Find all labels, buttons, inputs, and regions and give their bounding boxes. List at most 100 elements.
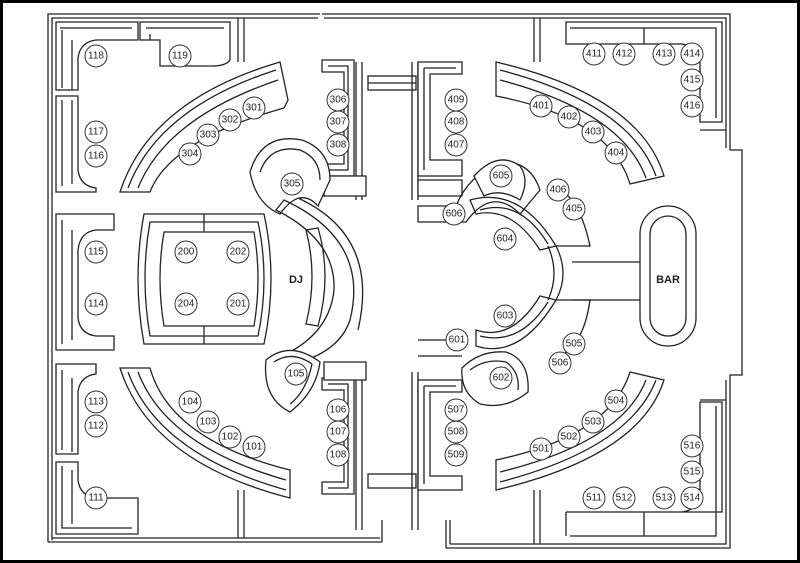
seat-507[interactable]: 507 (444, 398, 468, 422)
dj-label: DJ (289, 274, 303, 286)
seat-302[interactable]: 302 (218, 108, 242, 132)
seat-603[interactable]: 603 (493, 304, 517, 328)
svg-text:303: 303 (200, 130, 217, 141)
seat-514[interactable]: 514 (680, 486, 704, 510)
bar-counter (639, 205, 697, 347)
svg-text:118: 118 (88, 51, 104, 62)
seat-508[interactable]: 508 (444, 420, 468, 444)
seat-114[interactable]: 114 (84, 292, 108, 316)
seat-601[interactable]: 601 (445, 328, 469, 352)
svg-text:604: 604 (497, 234, 514, 245)
svg-text:116: 116 (88, 151, 104, 162)
svg-text:406: 406 (550, 185, 567, 196)
seat-406[interactable]: 406 (546, 178, 570, 202)
svg-text:111: 111 (88, 493, 104, 504)
seat-503[interactable]: 503 (581, 410, 605, 434)
seat-119[interactable]: 119 (168, 44, 192, 68)
center-booth (137, 213, 272, 345)
seat-409[interactable]: 409 (444, 88, 468, 112)
svg-text:605: 605 (493, 171, 510, 182)
svg-text:506: 506 (552, 358, 569, 369)
seat-403[interactable]: 403 (581, 120, 605, 144)
svg-text:516: 516 (684, 441, 701, 452)
seat-113[interactable]: 113 (84, 390, 108, 414)
svg-text:513: 513 (656, 493, 673, 504)
seat-305[interactable]: 305 (280, 172, 304, 196)
seat-513[interactable]: 513 (652, 486, 676, 510)
svg-text:404: 404 (608, 148, 625, 159)
seat-412[interactable]: 412 (612, 42, 636, 66)
seat-408[interactable]: 408 (444, 110, 468, 134)
svg-text:414: 414 (684, 49, 701, 60)
svg-text:204: 204 (178, 299, 195, 310)
seat-506[interactable]: 506 (548, 351, 572, 375)
seat-304[interactable]: 304 (178, 142, 202, 166)
seat-204[interactable]: 204 (174, 292, 198, 316)
seat-404[interactable]: 404 (604, 141, 628, 165)
svg-text:515: 515 (684, 467, 701, 478)
seat-112[interactable]: 112 (84, 414, 108, 438)
seat-516[interactable]: 516 (680, 434, 704, 458)
seat-501[interactable]: 501 (529, 437, 553, 461)
svg-text:401: 401 (533, 101, 550, 112)
seat-602[interactable]: 602 (489, 366, 513, 390)
seat-107[interactable]: 107 (326, 420, 350, 444)
seat-303[interactable]: 303 (196, 123, 220, 147)
seat-605[interactable]: 605 (489, 164, 513, 188)
svg-text:408: 408 (448, 117, 465, 128)
seat-103[interactable]: 103 (196, 410, 220, 434)
seat-505[interactable]: 505 (562, 332, 586, 356)
svg-text:409: 409 (448, 95, 465, 106)
seat-108[interactable]: 108 (326, 443, 350, 467)
seat-606[interactable]: 606 (442, 202, 466, 226)
seat-106[interactable]: 106 (326, 398, 350, 422)
seat-515[interactable]: 515 (680, 460, 704, 484)
svg-text:603: 603 (497, 311, 514, 322)
seat-401[interactable]: 401 (529, 94, 553, 118)
seat-301[interactable]: 301 (242, 96, 266, 120)
seat-502[interactable]: 502 (557, 425, 581, 449)
curved-booths-right (495, 61, 665, 491)
seat-405[interactable]: 405 (562, 197, 586, 221)
svg-text:201: 201 (230, 299, 247, 310)
svg-text:413: 413 (656, 49, 673, 60)
seat-200[interactable]: 200 (174, 240, 198, 264)
seat-415[interactable]: 415 (680, 68, 704, 92)
seat-604[interactable]: 604 (493, 227, 517, 251)
seat-512[interactable]: 512 (612, 486, 636, 510)
seat-markers: 118 119 117 116 115 114 113 112 111 301 … (84, 42, 704, 510)
svg-text:601: 601 (449, 335, 466, 346)
right-booths (565, 21, 723, 537)
seat-202[interactable]: 202 (226, 240, 250, 264)
svg-text:306: 306 (330, 95, 347, 106)
svg-text:105: 105 (288, 369, 305, 380)
seat-306[interactable]: 306 (326, 88, 350, 112)
seat-201[interactable]: 201 (226, 292, 250, 316)
seat-504[interactable]: 504 (604, 389, 628, 413)
seat-101[interactable]: 101 (242, 435, 266, 459)
walls (47, 13, 743, 549)
seat-105[interactable]: 105 (284, 362, 308, 386)
seat-115[interactable]: 115 (84, 240, 108, 264)
seat-116[interactable]: 116 (84, 144, 108, 168)
seat-411[interactable]: 411 (582, 42, 606, 66)
seat-102[interactable]: 102 (218, 425, 242, 449)
svg-text:301: 301 (246, 103, 263, 114)
seat-307[interactable]: 307 (326, 110, 350, 134)
seat-402[interactable]: 402 (557, 105, 581, 129)
svg-text:308: 308 (330, 140, 347, 151)
seat-416[interactable]: 416 (680, 94, 704, 118)
svg-text:411: 411 (586, 49, 602, 60)
svg-text:415: 415 (684, 75, 701, 86)
seat-414[interactable]: 414 (680, 42, 704, 66)
seat-111[interactable]: 111 (84, 486, 108, 510)
seat-118[interactable]: 118 (84, 44, 108, 68)
seat-117[interactable]: 117 (84, 120, 108, 144)
seat-104[interactable]: 104 (178, 390, 202, 414)
seat-413[interactable]: 413 (652, 42, 676, 66)
seat-509[interactable]: 509 (444, 443, 468, 467)
seat-308[interactable]: 308 (326, 133, 350, 157)
seat-511[interactable]: 511 (582, 486, 606, 510)
seat-407[interactable]: 407 (444, 133, 468, 157)
svg-text:307: 307 (330, 117, 347, 128)
